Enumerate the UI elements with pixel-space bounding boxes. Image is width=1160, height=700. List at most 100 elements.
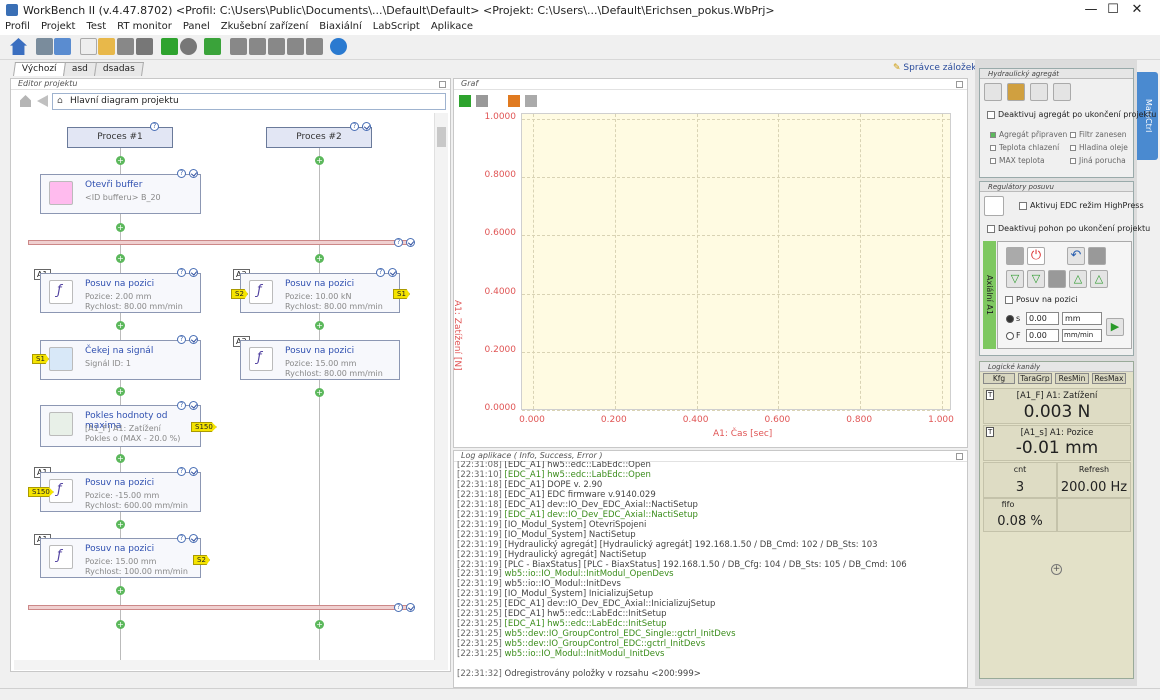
signal-tag[interactable]: S150 (191, 422, 217, 432)
connect-icon[interactable] (36, 38, 53, 55)
undo-icon[interactable]: ↶ (1067, 247, 1085, 265)
help-icon[interactable]: ? (177, 268, 186, 277)
graph-start-icon[interactable] (459, 95, 471, 107)
stop-axis-icon[interactable] (1048, 270, 1066, 288)
diagram-canvas[interactable]: Proces #1 ? Proces #2 ? + + Otevři buffe… (14, 113, 432, 666)
menu-projekt[interactable]: Projekt (40, 21, 76, 32)
home-nav-icon[interactable] (20, 95, 31, 107)
channel-load[interactable] (983, 388, 1131, 424)
tare-badge[interactable]: T (986, 390, 995, 400)
menu-biaxialni[interactable]: Biaxiální (319, 21, 362, 32)
sync-bar[interactable] (28, 605, 408, 610)
panel4-icon[interactable] (287, 38, 304, 55)
help-icon[interactable]: ? (177, 401, 186, 410)
menu-panel[interactable]: Panel (182, 21, 210, 32)
disconnect-icon[interactable] (54, 38, 71, 55)
add-step-icon[interactable]: + (116, 321, 125, 330)
help-icon[interactable]: ? (177, 534, 186, 543)
add-step-icon[interactable]: + (315, 620, 324, 629)
graph-eraser-icon[interactable] (525, 95, 537, 107)
pump-off-icon[interactable] (984, 83, 1002, 101)
check-icon[interactable] (362, 122, 371, 131)
sync-bar[interactable] (28, 240, 408, 245)
go-icon[interactable]: ▶ (1106, 318, 1124, 336)
signal-tag[interactable]: S1 (393, 289, 410, 299)
panel1-icon[interactable] (230, 38, 247, 55)
tab-asd[interactable]: asd (62, 62, 97, 76)
add-step-icon[interactable]: + (315, 388, 324, 397)
minimize-panel-button[interactable] (956, 81, 963, 88)
back-nav-icon[interactable] (37, 95, 48, 107)
bookmark-manager-link[interactable]: ✎ Správce záložek (893, 63, 977, 73)
add-step-icon[interactable]: + (116, 254, 125, 263)
add-channel-icon[interactable]: + (1051, 564, 1062, 575)
add-step-icon[interactable]: + (116, 156, 125, 165)
help-icon[interactable]: ? (150, 122, 159, 131)
vertical-scrollbar[interactable] (434, 113, 448, 666)
check-icon[interactable] (189, 169, 198, 178)
graph-settings-icon[interactable] (508, 95, 520, 107)
expand-icon[interactable] (204, 38, 221, 55)
block-move-position[interactable]: Posuv na pozici Pozice: -15.00 mm Rychlo… (40, 472, 201, 512)
help-icon[interactable]: ? (177, 335, 186, 344)
down-icon[interactable]: ▽ (1027, 270, 1045, 288)
process-1-header[interactable]: Proces #1 (67, 127, 173, 148)
check-icon[interactable] (189, 335, 198, 344)
help-icon[interactable]: ? (177, 169, 186, 178)
pump-on-icon[interactable] (1007, 83, 1025, 101)
run-icon[interactable] (161, 38, 178, 55)
menu-aplikace[interactable]: Aplikace (430, 21, 473, 32)
menu-labscript[interactable]: LabScript (372, 21, 420, 32)
scroll-thumb[interactable] (437, 127, 446, 147)
signal-tag[interactable]: S2 (231, 289, 248, 299)
fast-up-icon[interactable]: △ (1090, 270, 1108, 288)
tools-icon[interactable] (136, 38, 153, 55)
panel5-icon[interactable] (306, 38, 323, 55)
add-step-icon[interactable]: + (116, 620, 125, 629)
stethoscope-icon[interactable] (984, 196, 1004, 216)
help-icon[interactable]: ? (376, 268, 385, 277)
kfg-button[interactable]: Kfg (983, 373, 1015, 384)
tare-badge[interactable]: T (986, 427, 995, 437)
add-step-icon[interactable]: + (116, 387, 125, 396)
deactivate-aggregate-checkbox[interactable] (987, 111, 995, 119)
channel-position[interactable] (983, 425, 1131, 461)
home-icon[interactable] (10, 38, 27, 55)
plot-area[interactable] (521, 113, 951, 411)
new-file-icon[interactable] (80, 38, 97, 55)
minimize-panel-button[interactable] (439, 81, 446, 88)
menu-test[interactable]: Test (86, 21, 107, 32)
horizontal-scrollbar[interactable] (14, 660, 448, 670)
radio-s[interactable] (1006, 315, 1014, 323)
check-icon[interactable] (388, 268, 397, 277)
taragrp-button[interactable]: TaraGrp (1018, 373, 1052, 384)
graph-stop-icon[interactable] (476, 95, 488, 107)
block-move-position[interactable]: Posuv na pozici Pozice: 2.00 mm Rychlost… (40, 273, 201, 313)
log-list[interactable]: [22:31:08] [EDC_A1] hw5::edc::LabEdc::Op… (455, 461, 965, 685)
axis-a1-tab[interactable]: Axiální A1 (983, 241, 996, 349)
radio-f[interactable] (1006, 332, 1014, 340)
deactivate-drive-checkbox[interactable] (987, 225, 995, 233)
help-icon[interactable]: ? (394, 238, 403, 247)
check-icon[interactable] (189, 268, 198, 277)
add-step-icon[interactable]: + (116, 454, 125, 463)
panel2-icon[interactable] (249, 38, 266, 55)
add-step-icon[interactable]: + (116, 520, 125, 529)
minimize-button[interactable]: — (1084, 2, 1098, 17)
process-2-header[interactable]: Proces #2 (266, 127, 372, 148)
help-icon[interactable]: ? (177, 467, 186, 476)
up-icon[interactable]: △ (1069, 270, 1087, 288)
resmin-button[interactable]: ResMin (1055, 373, 1089, 384)
block-move-position[interactable]: Posuv na pozici Pozice: 10.00 kN Rychlos… (240, 273, 400, 313)
maincntrl-side-tab[interactable]: MainCtrl (1137, 72, 1158, 160)
check-icon[interactable] (406, 238, 415, 247)
panel3-icon[interactable] (268, 38, 285, 55)
teamviewer-icon[interactable] (330, 38, 347, 55)
position-unit-select[interactable]: mm (1062, 312, 1102, 325)
menu-rt-monitor[interactable]: RT monitor (117, 21, 172, 32)
block-move-position[interactable]: Posuv na pozici Pozice: 15.00 mm Rychlos… (240, 340, 400, 380)
add-step-icon[interactable]: + (116, 586, 125, 595)
signal-tag[interactable]: S1 (32, 354, 49, 364)
save-icon[interactable] (117, 38, 134, 55)
pump-low-icon[interactable] (1030, 83, 1048, 101)
